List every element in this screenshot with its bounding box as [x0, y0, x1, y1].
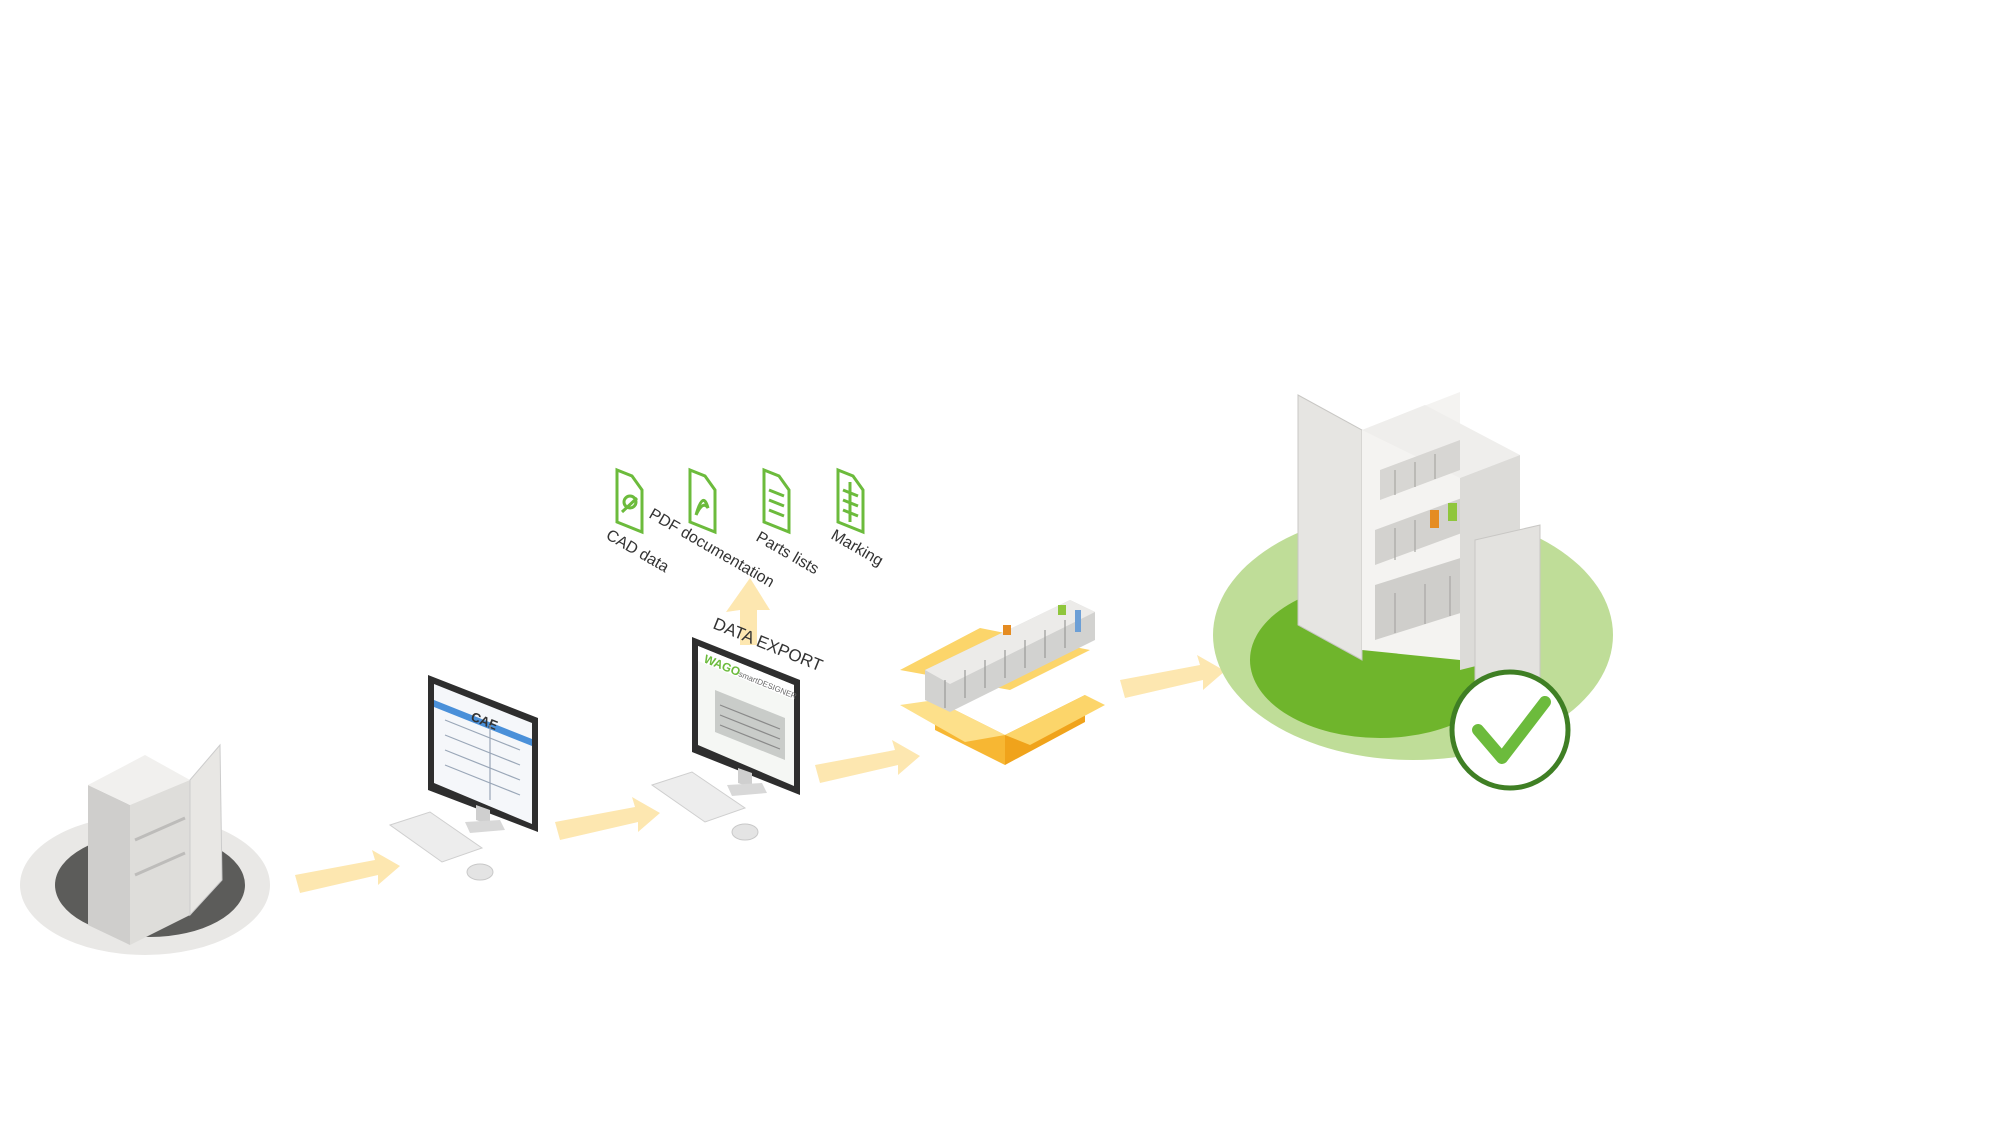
cabinet-top [1362, 405, 1520, 478]
parts-box [900, 600, 1105, 765]
marking-label: Marking [828, 527, 886, 570]
cabinet-left-door [1297, 394, 1363, 661]
component-row-2 [1375, 495, 1470, 565]
flow-arrows [295, 578, 1225, 893]
monitor-screen [434, 684, 532, 824]
component-row-3 [1375, 555, 1470, 640]
checkmark-icon [1449, 669, 1571, 791]
completed-cabinet-step [1213, 392, 1613, 791]
list-document-icon [762, 467, 791, 535]
box-flap-left [900, 700, 1005, 742]
arrow-3 [815, 740, 920, 783]
cae-computer: CAE [388, 675, 538, 881]
export-icons [615, 467, 865, 535]
arrow-1 [295, 850, 400, 893]
cad-data-label: CAD data [603, 527, 672, 576]
pdf-documentation-label: PDF documentation [646, 506, 777, 591]
designer-computer: WAGO smartDESIGNER [650, 637, 800, 841]
mouse [731, 823, 759, 841]
component-row-1 [1380, 440, 1460, 500]
cabinet-door [189, 743, 223, 917]
cad-document-icon [615, 467, 644, 535]
box-flap-right [1005, 695, 1105, 745]
mouse [466, 863, 494, 881]
cabinet-side [88, 785, 130, 945]
arrow-4 [1120, 655, 1225, 698]
grid-document-icon [836, 467, 865, 535]
export-labels: CAD data PDF documentation Parts lists M… [603, 506, 886, 591]
empty-cabinet-step [20, 743, 270, 955]
keyboard [388, 811, 484, 863]
cabinet-top [88, 755, 190, 805]
arrow-2 [555, 797, 660, 840]
pdf-document-icon [688, 467, 717, 535]
arrow-up-export [726, 578, 770, 645]
screen-header-bar [434, 700, 532, 746]
keyboard [650, 771, 747, 823]
